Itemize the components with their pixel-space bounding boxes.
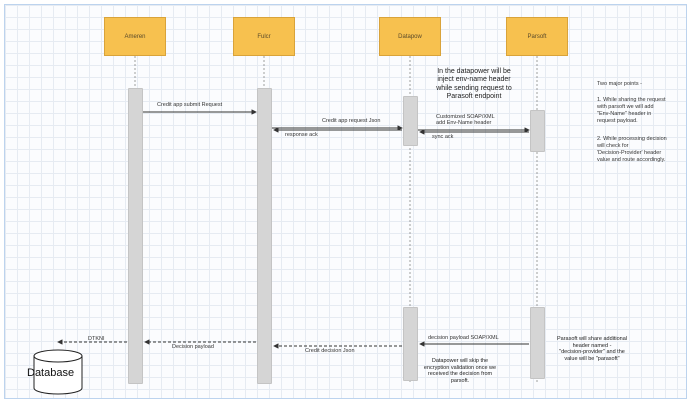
actor-box-1: Ameren bbox=[104, 17, 166, 56]
datapower-header-note: In the datapower will be inject env-name… bbox=[436, 68, 512, 101]
diagram-canvas bbox=[4, 4, 687, 399]
actor-box-2: Fulcr bbox=[233, 17, 295, 56]
activation-bar-3-top bbox=[403, 96, 418, 146]
message-label-customized-soap: Customized SOAP/XML add Env-Name header bbox=[436, 114, 495, 127]
actor-box-4: Parsoft bbox=[506, 17, 568, 56]
side-note-point-2: 2. While processing decision will check … bbox=[597, 136, 667, 163]
database-label: Database bbox=[27, 367, 75, 379]
datapower-decision-note: Datapower will skip the encryption valid… bbox=[423, 358, 497, 384]
activation-bar-3-bottom bbox=[403, 307, 418, 381]
activation-bar-4-bottom bbox=[530, 307, 545, 379]
database-icon bbox=[33, 349, 83, 395]
side-note-point-1: 1. While sharing the request with parsof… bbox=[597, 97, 666, 124]
parasoft-decision-note: Parasoft will share additional header na… bbox=[556, 336, 627, 362]
activation-bar-2 bbox=[257, 88, 272, 384]
message-label-dtkni: DTKNI bbox=[88, 336, 105, 342]
actor-box-3: Datapow bbox=[379, 17, 441, 56]
message-label-credit-decision-json: Credit decision Json bbox=[305, 348, 355, 354]
side-note-title: Two major points - bbox=[597, 81, 642, 87]
activation-bar-4-top bbox=[530, 110, 545, 152]
message-label-credit-app-request: Credit app request Json bbox=[322, 118, 381, 124]
message-label-sync-ack: sync ack bbox=[432, 134, 454, 140]
message-label-credit-app-submit: Credit app submit Request bbox=[157, 102, 223, 108]
message-label-decision-payload: Decision payload bbox=[172, 344, 214, 350]
message-label-response-ack: response ack bbox=[285, 132, 318, 138]
message-label-decision-payload-soap: decision payload SOAP/XML bbox=[428, 335, 499, 341]
activation-bar-1 bbox=[128, 88, 143, 384]
